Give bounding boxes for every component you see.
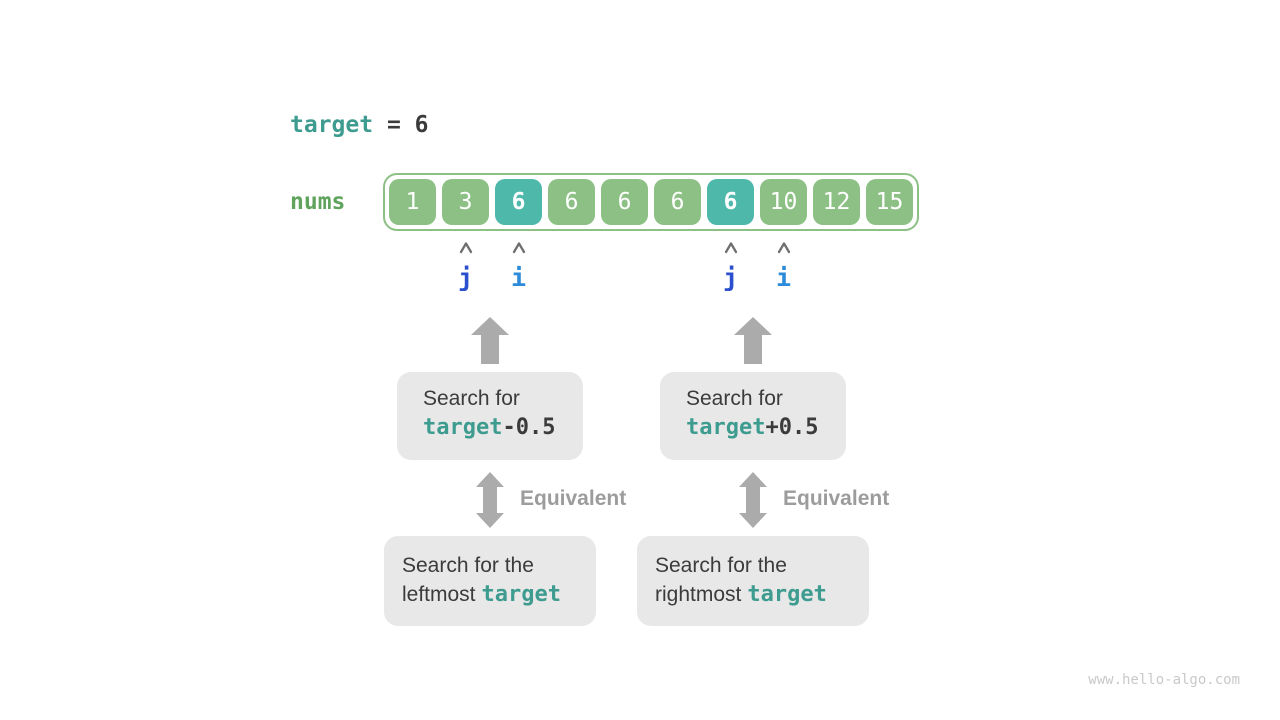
array-cell: 12 bbox=[813, 179, 860, 225]
target-code: target bbox=[747, 582, 827, 607]
pointer-caret-icon bbox=[512, 241, 526, 254]
array-cell: 6 bbox=[601, 179, 648, 225]
double-arrow-icon bbox=[476, 472, 504, 528]
offset-suffix: +0.5 bbox=[765, 415, 819, 440]
up-arrow-icon bbox=[471, 317, 509, 364]
pointer-i-label: i bbox=[775, 263, 792, 292]
search-box-left-line1: Search for bbox=[423, 387, 520, 410]
pointer-caret-icon bbox=[777, 241, 791, 254]
position-word: leftmost bbox=[402, 583, 476, 606]
watermark: www.hello-algo.com bbox=[1088, 672, 1240, 688]
search-box-left: Search for target-0.5 bbox=[397, 372, 583, 460]
bottom-box-left-line1: Search for the bbox=[402, 554, 534, 577]
nums-array-label: nums bbox=[290, 189, 346, 215]
target-code: target bbox=[481, 582, 562, 607]
target-value: 6 bbox=[414, 112, 429, 138]
pointer-j-label: j bbox=[457, 263, 474, 292]
array-cell: 6 bbox=[548, 179, 595, 225]
equivalent-label-left: Equivalent bbox=[520, 487, 627, 510]
target-assignment: target = 6 bbox=[290, 112, 429, 138]
array-cell-highlighted: 6 bbox=[495, 179, 542, 225]
search-box-right-line1: Search for bbox=[686, 387, 783, 410]
equivalent-label-right: Equivalent bbox=[783, 487, 890, 510]
up-arrow-icon bbox=[734, 317, 772, 364]
target-keyword: target bbox=[290, 112, 374, 138]
search-box-right: Search for target+0.5 bbox=[660, 372, 846, 460]
search-box-right-expression: target+0.5 bbox=[686, 415, 846, 440]
assignment-operator: = bbox=[373, 112, 415, 138]
position-word: rightmost bbox=[655, 583, 742, 606]
pointer-caret-icon bbox=[724, 241, 738, 254]
array-cell: 15 bbox=[866, 179, 913, 225]
array-cell: 6 bbox=[654, 179, 701, 225]
double-arrow-icon bbox=[739, 472, 767, 528]
bottom-box-right-line1: Search for the bbox=[655, 554, 787, 577]
array-cell-highlighted: 6 bbox=[707, 179, 754, 225]
pointer-j-label: j bbox=[722, 263, 739, 292]
array-cell: 3 bbox=[442, 179, 489, 225]
target-code: target bbox=[423, 415, 503, 440]
pointer-i-label: i bbox=[510, 263, 527, 292]
pointer-caret-icon bbox=[459, 241, 473, 254]
target-code: target bbox=[686, 415, 766, 440]
offset-suffix: -0.5 bbox=[502, 415, 556, 440]
search-box-left-expression: target-0.5 bbox=[423, 415, 583, 440]
array-cell: 1 bbox=[389, 179, 436, 225]
array-cell: 10 bbox=[760, 179, 807, 225]
